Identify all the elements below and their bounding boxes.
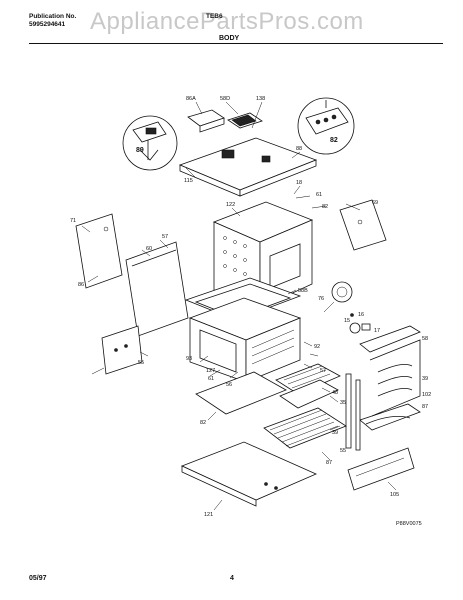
callout-label: 48: [332, 390, 338, 396]
oven-floor-panel: [195, 371, 287, 415]
leader-lines: [81, 101, 397, 511]
callout-label: 16: [358, 312, 364, 318]
broil-element: [359, 325, 421, 417]
bottom-panel: [180, 441, 317, 507]
detail-circle-89: [122, 115, 178, 171]
callout-label: 58B: [298, 288, 308, 294]
detail-circle-82: [297, 97, 355, 155]
callout-label: 93: [186, 356, 192, 362]
publication-number: 5995294641: [29, 21, 66, 28]
oven-rack: [263, 407, 347, 449]
callout-label: 58: [422, 336, 428, 342]
callout-label: 57: [320, 368, 326, 374]
model-number: TEB6: [206, 13, 223, 20]
oven-liner: [188, 297, 302, 383]
left-insulation-panel: [125, 241, 189, 337]
callout-label: 122: [226, 202, 235, 208]
broil-pan: [275, 363, 341, 409]
watermark-text: AppliancePartsPros.com: [90, 8, 364, 35]
callout-label: 102: [422, 392, 431, 398]
callout-label: 82: [200, 420, 206, 426]
callout-label: 115: [184, 178, 193, 184]
callout-label: 105: [390, 492, 399, 498]
section-title: BODY: [219, 35, 240, 42]
callout-label: 82: [322, 204, 328, 210]
callout-label: 35: [340, 400, 346, 406]
callout-label: 61: [208, 376, 214, 382]
callout-label: 82: [330, 137, 338, 144]
callout-label: 76: [318, 296, 324, 302]
callout-label: 87: [326, 460, 332, 466]
thermostat-parts: [331, 281, 371, 334]
callout-label: 39: [422, 376, 428, 382]
page-number: 4: [230, 575, 234, 582]
callout-label: 58D: [220, 96, 230, 102]
callout-label: 17: [374, 328, 380, 334]
callout-label: 15: [344, 318, 350, 324]
callout-label: 69: [372, 200, 378, 206]
callout-label: 127: [206, 368, 215, 374]
callout-label: 121: [204, 512, 213, 518]
publication-label: Publication No.: [29, 13, 77, 20]
left-side-panel: [75, 213, 123, 289]
callout-label: 56: [226, 382, 232, 388]
callout-label: 55: [138, 360, 144, 366]
callout-label: 60: [146, 246, 152, 252]
callout-label: 86A: [186, 96, 196, 102]
callout-label: 89: [136, 147, 144, 154]
bottom-left-bracket: [101, 325, 143, 375]
callout-label: 86: [78, 282, 84, 288]
rear-bracket: [339, 199, 387, 251]
callout-label: 88: [296, 146, 302, 152]
callout-label: 138: [256, 96, 265, 102]
element-rods: [345, 373, 361, 451]
callout-label: 18: [296, 180, 302, 186]
callout-label: 61: [316, 192, 322, 198]
callout-label: 39: [332, 430, 338, 436]
callout-label: 57: [162, 234, 168, 240]
bake-element: [359, 403, 421, 431]
callout-label: 87: [422, 404, 428, 410]
header-divider: [29, 43, 443, 44]
top-vent-parts: [187, 109, 263, 133]
top-panel: [178, 137, 318, 197]
bottom-right-bracket: [347, 447, 415, 491]
publication-date: 05/97: [29, 575, 47, 582]
callout-labels: 86A 58D 138 89 82 115 88 18 61 82 69 71 …: [70, 96, 431, 518]
callout-label: 55: [340, 448, 346, 454]
figure-code: P88V0075: [396, 521, 422, 527]
callout-label: 71: [70, 218, 76, 224]
callout-label: 92: [314, 344, 320, 350]
